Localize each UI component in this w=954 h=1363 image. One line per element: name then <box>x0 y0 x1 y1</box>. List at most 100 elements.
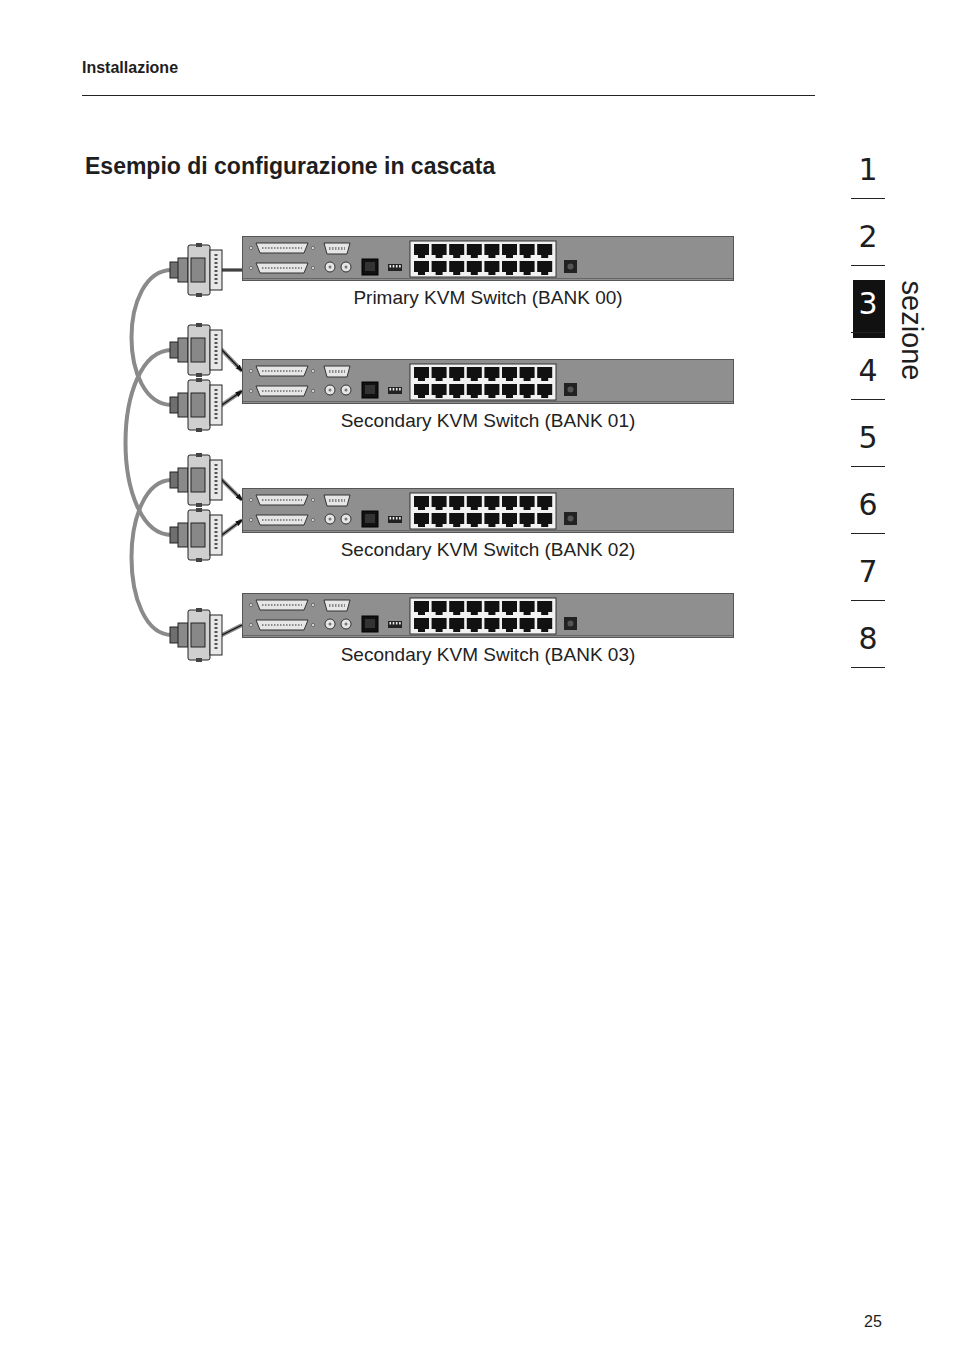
rj45-port <box>449 496 464 510</box>
port-block <box>410 493 556 529</box>
rj45-port <box>467 513 482 527</box>
kvm-switch-panel <box>242 593 734 638</box>
plug-neck <box>178 468 188 492</box>
cable-leader <box>222 625 242 635</box>
port-block <box>410 598 556 634</box>
rj45-port <box>467 496 482 510</box>
dip-switch <box>388 264 402 271</box>
screw <box>249 518 252 521</box>
plug-body <box>191 623 205 647</box>
db-pins <box>262 247 302 249</box>
dip-lever <box>399 388 401 391</box>
rj45-port <box>432 496 447 510</box>
panel-body <box>243 594 734 638</box>
rj45-port <box>414 513 429 527</box>
screw <box>311 266 314 269</box>
rj45-port <box>449 244 464 258</box>
ps2-core <box>329 389 332 392</box>
section-tab: 4 <box>858 356 877 386</box>
rj45-port <box>502 367 517 381</box>
plug-clip <box>196 508 202 512</box>
vga-port <box>324 600 350 611</box>
panel-body <box>243 360 734 404</box>
rj45-port <box>537 367 552 381</box>
cascade-cable <box>126 350 243 535</box>
plug-clip <box>196 558 202 562</box>
screw <box>249 389 252 392</box>
ps2-port <box>341 619 351 629</box>
dip-switch <box>388 621 402 628</box>
vga-port <box>324 243 350 254</box>
vga-pins <box>329 499 345 502</box>
serial-port <box>362 259 378 275</box>
power-jack <box>564 260 577 273</box>
plug-face <box>210 615 222 655</box>
plug-face <box>210 385 222 425</box>
rj45-port <box>432 367 447 381</box>
rj45-port <box>484 244 499 258</box>
plug-contacts <box>215 619 218 651</box>
plug-contacts <box>215 519 218 551</box>
ps2-port <box>325 514 335 524</box>
rj45-port <box>414 601 429 615</box>
plug-body <box>191 468 205 492</box>
vga-port <box>324 495 350 506</box>
serial-port-inner <box>365 385 375 394</box>
cable-plug <box>170 508 222 562</box>
db-port <box>256 263 308 273</box>
plug-face <box>210 330 222 370</box>
plug-shell <box>188 455 210 505</box>
section-word: sezione <box>898 280 927 380</box>
rj45-port <box>414 261 429 275</box>
rj45-port <box>484 601 499 615</box>
power-pin <box>568 264 574 270</box>
rj45-port <box>467 367 482 381</box>
plug-clip <box>196 378 202 382</box>
ps2-core <box>345 518 348 521</box>
serial-port-inner <box>365 619 375 628</box>
rj45-port <box>520 601 535 615</box>
db-port <box>256 515 308 525</box>
db-port <box>256 386 308 396</box>
db-pins <box>262 499 302 501</box>
rj45-port <box>414 367 429 381</box>
screw <box>311 246 314 249</box>
ps2-port <box>341 514 351 524</box>
db-pins <box>262 604 302 606</box>
rj45-port <box>502 261 517 275</box>
db-pins <box>262 390 302 392</box>
tab-rule <box>851 198 885 199</box>
plug-neck <box>178 623 188 647</box>
tab-rule <box>851 399 885 400</box>
screw <box>311 498 314 501</box>
rj45-port <box>449 367 464 381</box>
serial-port <box>362 616 378 632</box>
port-block <box>410 241 556 277</box>
section-tab: 7 <box>858 557 877 587</box>
rj45-port <box>502 601 517 615</box>
rj45-port <box>502 513 517 527</box>
header-rule <box>82 95 815 96</box>
plug-contacts <box>215 389 218 421</box>
kvm-switch: Primary KVM Switch (BANK 00) <box>242 236 734 309</box>
rj45-port <box>414 244 429 258</box>
rj45-port <box>432 513 447 527</box>
switch-label: Primary KVM Switch (BANK 00) <box>242 287 734 309</box>
plug-clip <box>196 323 202 327</box>
db-pins <box>262 370 302 372</box>
running-header: Installazione <box>82 60 178 76</box>
rj45-port <box>520 618 535 632</box>
screw <box>311 369 314 372</box>
rj45-port <box>520 496 535 510</box>
cable-leader <box>222 520 242 535</box>
rj45-port <box>537 601 552 615</box>
rj45-port <box>432 384 447 398</box>
db-port <box>256 243 308 253</box>
plug-shell <box>188 510 210 560</box>
plug-clip <box>196 428 202 432</box>
plug-clip <box>196 608 202 612</box>
plug-body <box>191 338 205 362</box>
switch-label: Secondary KVM Switch (BANK 01) <box>242 410 734 432</box>
ps2-core <box>345 389 348 392</box>
